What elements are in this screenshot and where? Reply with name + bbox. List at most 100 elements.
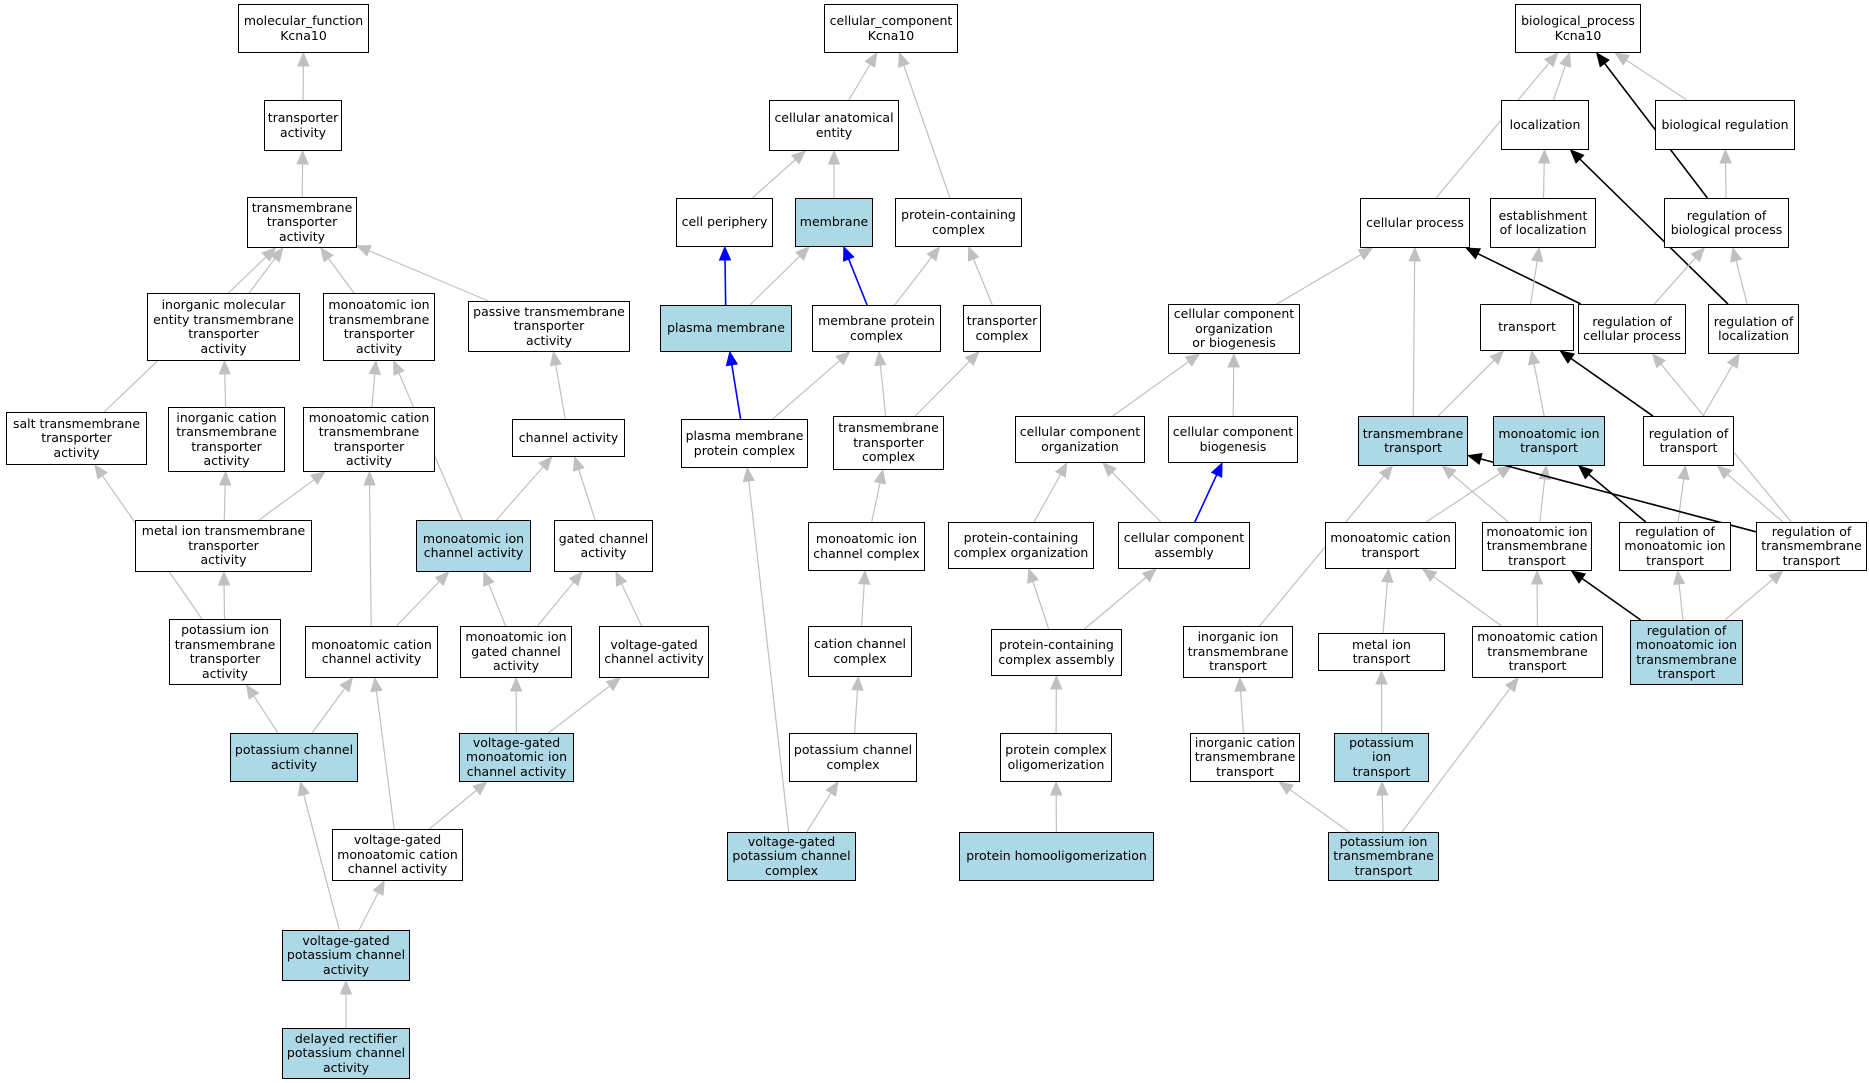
edge-arrowhead bbox=[1050, 674, 1063, 690]
node-inorganic-cation-tm-transporter[interactable]: inorganic cation transmembrane transport… bbox=[168, 407, 285, 472]
node-regulation-of-monoatomic-ion-transport[interactable]: regulation of monoatomic ion transport bbox=[1619, 522, 1731, 571]
node-cc-assembly[interactable]: cellular component assembly bbox=[1118, 522, 1250, 569]
node-cell-periphery[interactable]: cell periphery bbox=[676, 198, 773, 247]
node-potassium-channel-complex[interactable]: potassium channel complex bbox=[789, 733, 917, 782]
node-vg-potassium-channel-complex[interactable]: voltage-gated potassium channel complex bbox=[727, 832, 856, 881]
node-delayed-rectifier[interactable]: delayed rectifier potassium channel acti… bbox=[282, 1028, 410, 1079]
edge-line bbox=[1570, 357, 1654, 417]
edge-arrowhead bbox=[1466, 452, 1483, 466]
node-potassium-ion-tm-transporter[interactable]: potassium ion transmembrane transporter … bbox=[169, 619, 281, 685]
node-vg-potassium-channel-activity[interactable]: voltage-gated potassium channel activity bbox=[282, 930, 410, 981]
edge-line bbox=[224, 373, 227, 408]
node-transporter-complex[interactable]: transporter complex bbox=[963, 305, 1041, 352]
node-mf-root[interactable]: molecular_function Kcna10 bbox=[238, 4, 369, 53]
edge-line bbox=[879, 364, 887, 417]
edge-line bbox=[1112, 361, 1189, 417]
node-monoatomic-ion-channel-complex[interactable]: monoatomic ion channel complex bbox=[808, 522, 925, 571]
edge-arrowhead bbox=[857, 569, 871, 585]
node-protein-complex-oligomerization[interactable]: protein complex oligomerization bbox=[1000, 733, 1112, 782]
node-protein-containing-complex[interactable]: protein-containing complex bbox=[895, 198, 1022, 247]
node-transport[interactable]: transport bbox=[1480, 304, 1574, 351]
edge-plasma_membrane-to-membrane bbox=[749, 246, 810, 306]
node-localization[interactable]: localization bbox=[1501, 100, 1589, 150]
node-passive-tm-transporter[interactable]: passive transmembrane transporter activi… bbox=[468, 301, 630, 352]
edge-voltage_gated_channel_activity-to-gated_channel_activity bbox=[615, 570, 643, 627]
node-protein-homooligomerization[interactable]: protein homooligomerization bbox=[959, 832, 1154, 881]
edge-line bbox=[1451, 473, 1509, 523]
edge-regulation_of_transport-to-transport bbox=[1559, 350, 1654, 417]
node-monoatomic-cation-tm-transporter[interactable]: monoatomic cation transmembrane transpor… bbox=[303, 407, 435, 472]
node-inorganic-mol-entity[interactable]: inorganic molecular entity transmembrane… bbox=[147, 293, 300, 361]
edge-channel_activity-to-passive_tm_transporter bbox=[549, 350, 566, 420]
edge-line bbox=[578, 469, 596, 521]
node-regulation-of-monoatomic-ion-tm-transport[interactable]: regulation of monoatomic ion transmembra… bbox=[1630, 620, 1743, 685]
node-cellular-anatomical-entity[interactable]: cellular anatomical entity bbox=[769, 100, 899, 151]
edge-arrowhead bbox=[1381, 567, 1394, 583]
node-potassium-channel-activity[interactable]: potassium channel activity bbox=[230, 733, 358, 782]
edge-arrowhead bbox=[851, 675, 864, 691]
node-regulation-of-cellular-process[interactable]: regulation of cellular process bbox=[1578, 304, 1686, 354]
node-monoatomic-ion-tm-transporter[interactable]: monoatomic ion transmembrane transporter… bbox=[323, 293, 435, 361]
node-plasma-membrane-protein-complex[interactable]: plasma membrane protein complex bbox=[681, 419, 808, 468]
node-vg-monoatomic-cation-channel[interactable]: voltage-gated monoatomic cation channel … bbox=[332, 829, 463, 881]
edge-arrowhead bbox=[843, 245, 855, 262]
node-membrane[interactable]: membrane bbox=[795, 198, 873, 247]
node-regulation-of-tm-transport[interactable]: regulation of transmembrane transport bbox=[1756, 522, 1867, 571]
edge-regulation_of_cellular_process-to-cellular_process bbox=[1465, 247, 1582, 305]
node-protein-containing-complex-assembly[interactable]: protein-containing complex assembly bbox=[991, 629, 1122, 676]
node-transmembrane-transport[interactable]: transmembrane transport bbox=[1358, 416, 1468, 466]
edge-line bbox=[555, 364, 566, 420]
node-voltage-gated-channel-activity[interactable]: voltage-gated channel activity bbox=[599, 626, 709, 678]
edge-arrowhead bbox=[1054, 461, 1068, 478]
edge-arrowhead bbox=[483, 570, 495, 587]
node-monoatomic-cation-channel-activity[interactable]: monoatomic cation channel activity bbox=[305, 626, 438, 678]
node-potassium-ion-transport[interactable]: potassium ion transport bbox=[1334, 733, 1429, 782]
node-metal-ion-tm-transporter[interactable]: metal ion transmembrane transporter acti… bbox=[135, 520, 312, 572]
edge-line bbox=[1239, 690, 1244, 734]
node-protein-containing-complex-organization[interactable]: protein-containing complex organization bbox=[948, 522, 1094, 569]
node-metal-ion-transport[interactable]: metal ion transport bbox=[1318, 633, 1445, 671]
node-tm-transporter-complex[interactable]: transmembrane transporter complex bbox=[833, 416, 944, 470]
node-cc-organization[interactable]: cellular component organization bbox=[1015, 416, 1145, 463]
node-channel-activity[interactable]: channel activity bbox=[512, 419, 625, 457]
node-gated-channel-activity[interactable]: gated channel activity bbox=[554, 520, 653, 572]
node-tm-transporter-activity[interactable]: transmembrane transporter activity bbox=[247, 197, 357, 248]
node-vg-monoatomic-ion-channel[interactable]: voltage-gated monoatomic ion channel act… bbox=[459, 733, 574, 782]
edge-inorganic_cation_tm_transporter-to-inorganic_mol_entity bbox=[218, 359, 232, 408]
edge-line bbox=[548, 685, 611, 734]
node-cc-organization-or-biogenesis[interactable]: cellular component organization or bioge… bbox=[1168, 304, 1300, 354]
node-monoatomic-cation-tm-transport[interactable]: monoatomic cation transmembrane transpor… bbox=[1472, 626, 1603, 678]
node-cation-channel-complex[interactable]: cation channel complex bbox=[808, 626, 912, 677]
node-inorganic-cation-tm-transport[interactable]: inorganic cation transmembrane transport bbox=[1190, 733, 1300, 782]
node-monoatomic-ion-transport[interactable]: monoatomic ion transport bbox=[1493, 416, 1605, 466]
node-cc-biogenesis[interactable]: cellular component biogenesis bbox=[1168, 416, 1298, 463]
node-inorganic-ion-tm-transport[interactable]: inorganic ion transmembrane transport bbox=[1183, 626, 1293, 678]
edge-arrowhead bbox=[1719, 148, 1732, 164]
node-cc-root[interactable]: cellular_component Kcna10 bbox=[824, 4, 958, 53]
node-monoatomic-ion-tm-transport[interactable]: monoatomic ion transmembrane transport bbox=[1482, 522, 1592, 571]
node-regulation-of-localization[interactable]: regulation of localization bbox=[1708, 304, 1799, 354]
node-potassium-ion-tm-transport[interactable]: potassium ion transmembrane transport bbox=[1328, 832, 1439, 881]
node-bp-root[interactable]: biological_process Kcna10 bbox=[1515, 4, 1641, 53]
edge-potassium_ion_tm_transporter-to-metal_ion_tm_transporter bbox=[217, 570, 231, 620]
node-regulation-of-biological-process[interactable]: regulation of biological process bbox=[1664, 198, 1789, 248]
edge-arrowhead bbox=[1049, 780, 1063, 796]
edge-arrowhead bbox=[572, 455, 585, 472]
node-cellular-process[interactable]: cellular process bbox=[1360, 198, 1470, 248]
node-monoatomic-cation-transport[interactable]: monoatomic cation transport bbox=[1325, 522, 1456, 569]
node-plasma-membrane[interactable]: plasma membrane bbox=[660, 305, 792, 352]
edge-line bbox=[1425, 472, 1501, 523]
node-membrane-protein-complex[interactable]: membrane protein complex bbox=[812, 305, 941, 352]
edge-arrowhead bbox=[1768, 570, 1784, 585]
node-establishment-of-localization[interactable]: establishment of localization bbox=[1490, 198, 1596, 248]
node-monoatomic-ion-channel-activity[interactable]: monoatomic ion channel activity bbox=[416, 520, 531, 572]
node-transporter-activity[interactable]: transporter activity bbox=[264, 100, 342, 151]
node-regulation-of-transport[interactable]: regulation of transport bbox=[1643, 416, 1734, 466]
edge-line bbox=[871, 482, 881, 523]
edge-line bbox=[894, 256, 933, 306]
node-monoatomic-ion-gated-channel[interactable]: monoatomic ion gated channel activity bbox=[460, 626, 572, 678]
edge-arrowhead bbox=[1375, 669, 1388, 685]
node-biological-regulation[interactable]: biological regulation bbox=[1655, 100, 1795, 150]
node-salt-tm-transporter[interactable]: salt transmembrane transporter activity bbox=[6, 412, 147, 465]
edge-potassium_ion_transport-to-metal_ion_transport bbox=[1375, 669, 1388, 733]
